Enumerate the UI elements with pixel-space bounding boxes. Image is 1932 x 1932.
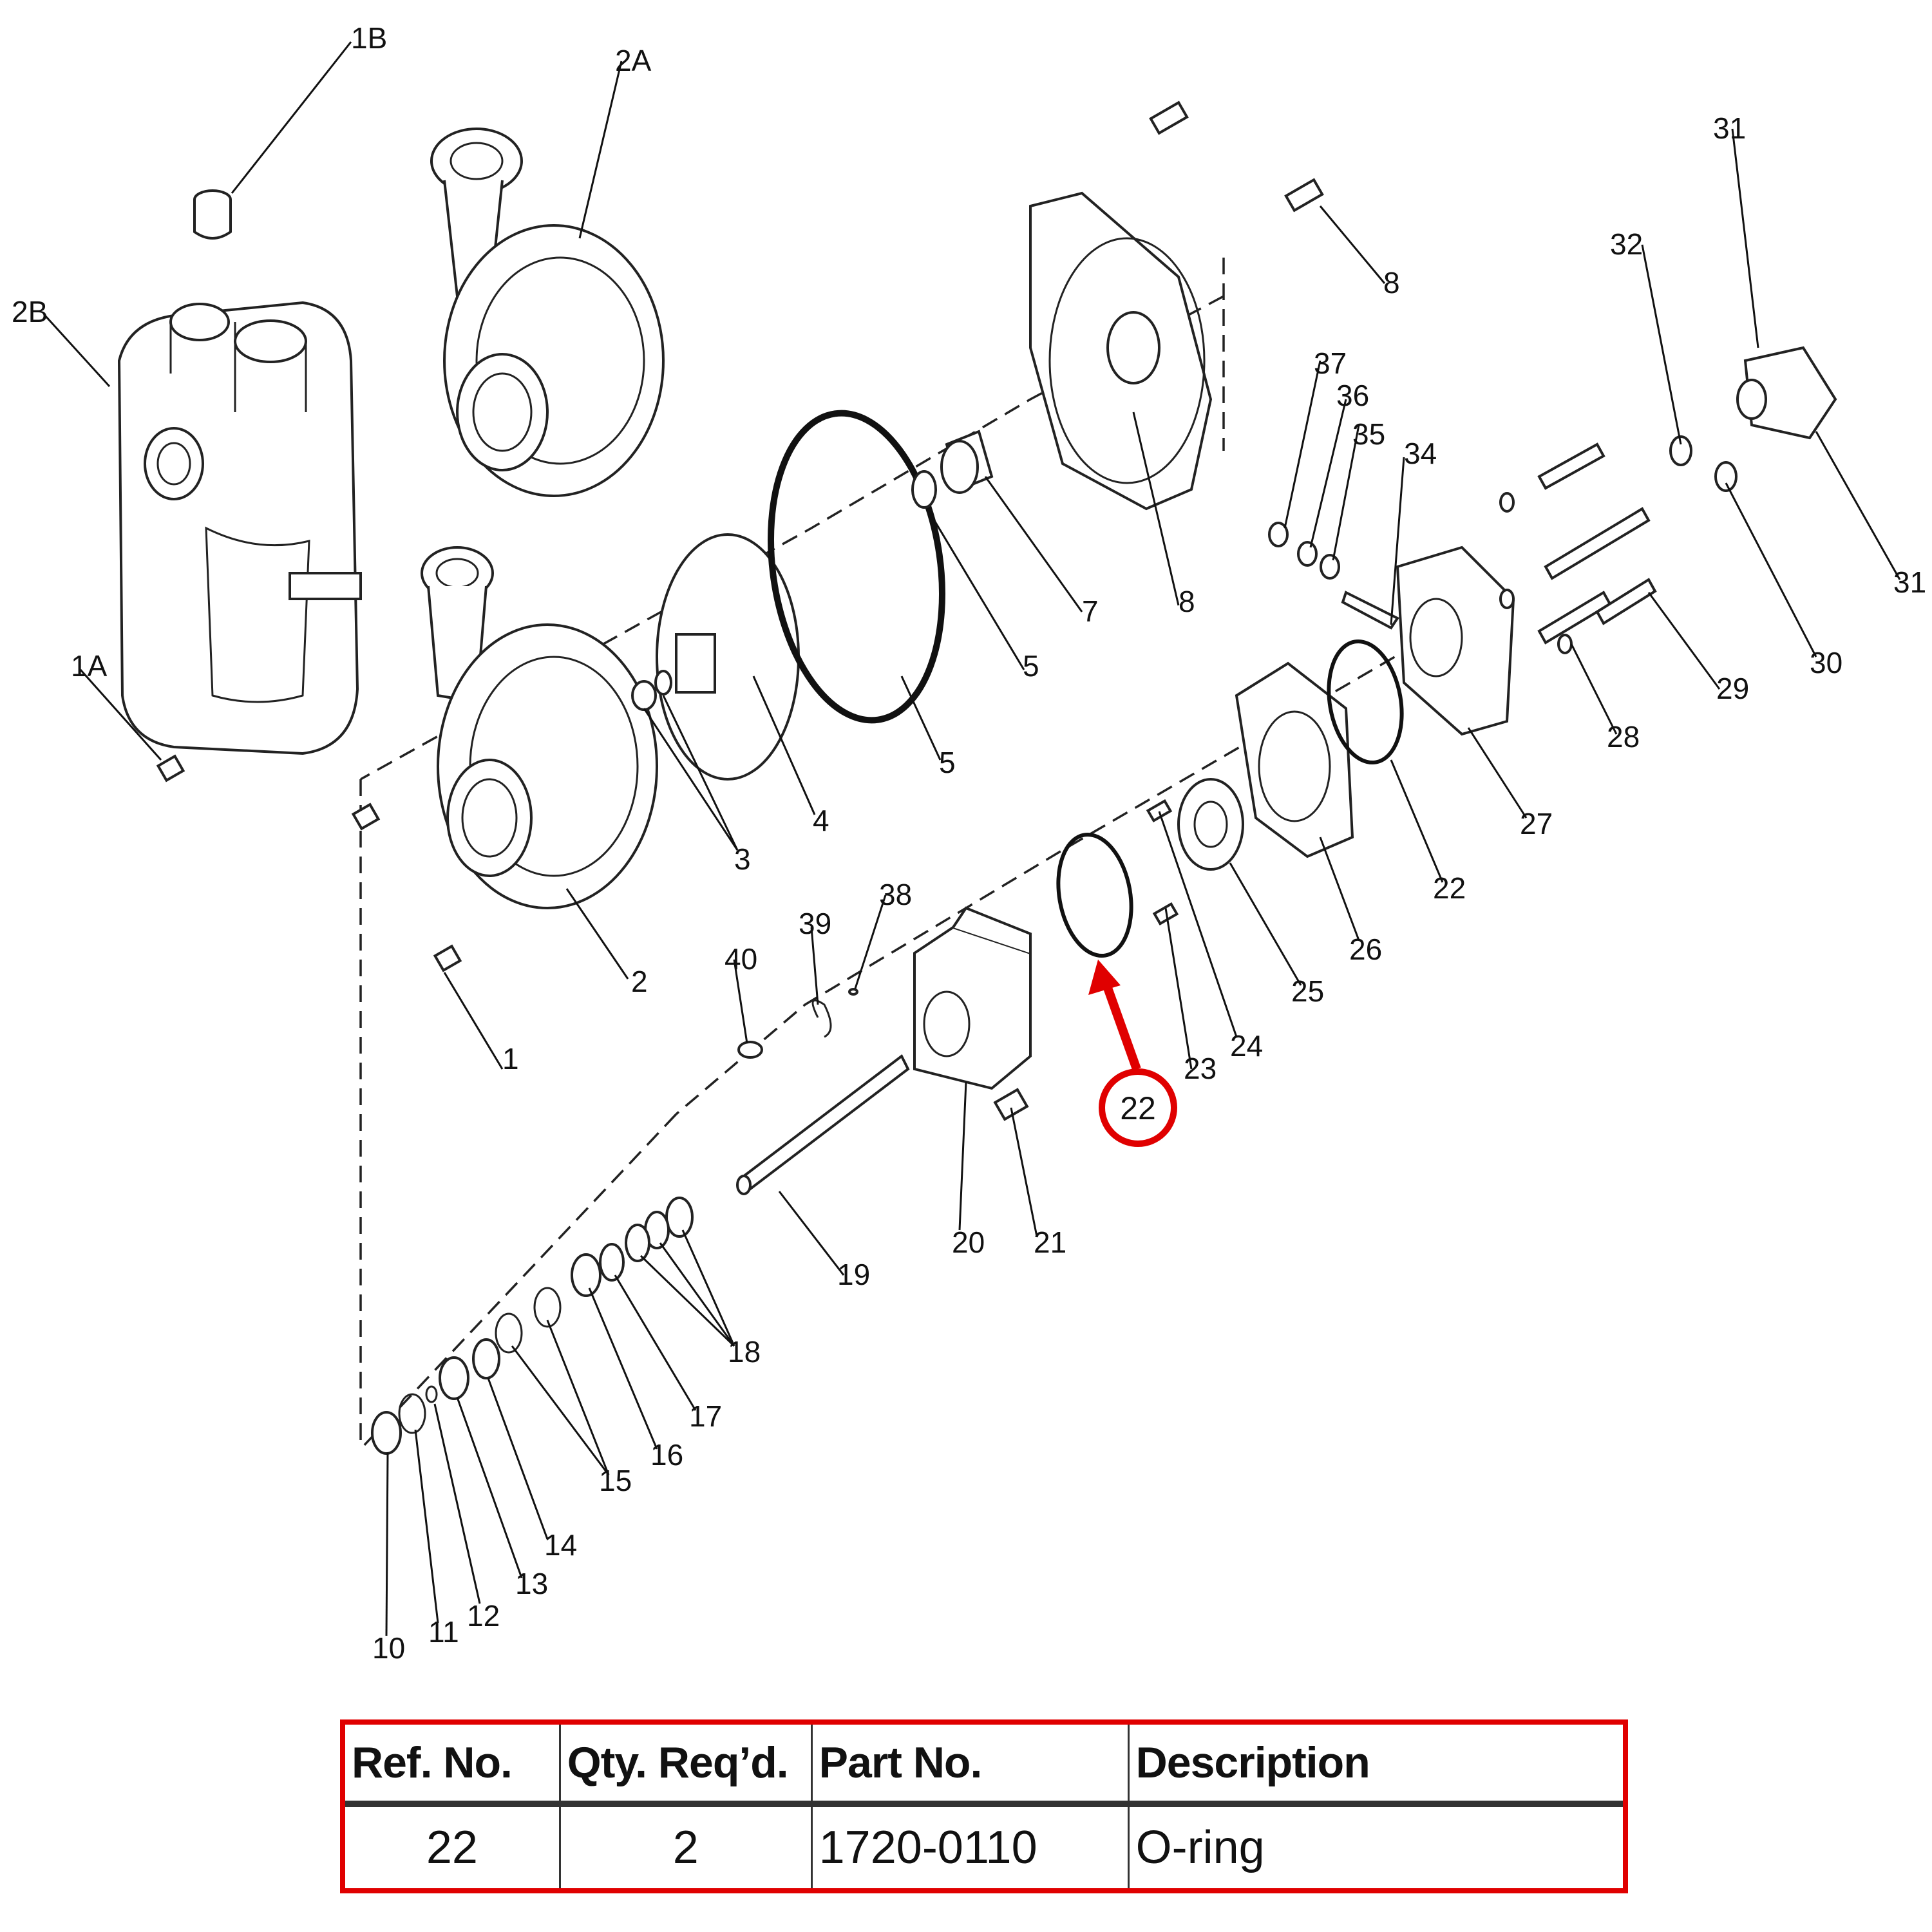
cell-ref-no: 22 [426, 1822, 478, 1873]
callout-18: 18 [728, 1335, 761, 1368]
seal-plate-20-part [913, 906, 1032, 1090]
gerotor-25-part [1146, 778, 1244, 926]
callout-10: 10 [372, 1631, 405, 1665]
callout-8a: 8 [1179, 585, 1195, 618]
header-part-no: Part No. [810, 1725, 1129, 1807]
header-qty-reqd: Qty. Req’d. [558, 1725, 812, 1807]
callout-labels: 1B 2A 2B 1A 2 1 3 4 5 5 7 8 8 31 32 31 3… [12, 21, 1926, 1665]
shaft-seal-stack [371, 1197, 694, 1455]
callout-4: 4 [813, 804, 829, 837]
motor-adapter-8-part [1029, 191, 1213, 511]
callout-1b: 1B [351, 21, 387, 55]
callout-20: 20 [952, 1226, 985, 1259]
callout-37: 37 [1314, 346, 1347, 380]
end-plate-27-part [1341, 545, 1515, 736]
callout-27: 27 [1520, 807, 1553, 840]
highlight-label-22: 22 [1120, 1090, 1156, 1126]
callout-31b: 31 [1893, 565, 1926, 599]
callout-25: 25 [1291, 974, 1324, 1008]
seal-7-part [940, 430, 994, 494]
callout-38: 38 [879, 878, 912, 911]
parts-table: Ref. No. Qty. Req’d. Part No. Descriptio… [345, 1725, 1623, 1888]
callout-22a: 22 [1433, 871, 1466, 905]
callout-16: 16 [650, 1438, 683, 1472]
callout-36: 36 [1336, 379, 1369, 412]
callout-26: 26 [1349, 933, 1382, 966]
callout-31a: 31 [1713, 111, 1746, 145]
washers-and-nuts [1268, 492, 1573, 654]
parts-table-highlight-box: Ref. No. Qty. Req’d. Part No. Descriptio… [340, 1719, 1628, 1893]
snap-ring-39-part [811, 999, 832, 1038]
callout-34: 34 [1404, 437, 1437, 470]
cell-qty: 2 [558, 1804, 812, 1888]
cell-part-no: 1720-0110 [810, 1804, 1129, 1888]
callout-30: 30 [1810, 646, 1842, 679]
o-ring-22-upper-part [1327, 639, 1404, 765]
callout-2a: 2A [615, 44, 652, 77]
callout-3: 3 [734, 842, 751, 876]
table-row: 22 2 1720-0110 O-ring [345, 1804, 1623, 1888]
fitting-31-part [1669, 346, 1837, 492]
callout-24: 24 [1230, 1029, 1263, 1063]
o-ring-22-part [1056, 832, 1133, 958]
callout-40: 40 [724, 942, 757, 976]
callout-21: 21 [1034, 1226, 1066, 1259]
callout-12: 12 [467, 1599, 500, 1633]
small-fasteners [156, 100, 1324, 1121]
header-description: Description [1127, 1725, 1623, 1807]
large-o-ring-5-part [768, 410, 945, 724]
callout-28: 28 [1607, 720, 1640, 753]
impeller-4-part [631, 533, 800, 781]
callout-29: 29 [1716, 672, 1749, 705]
callout-2b: 2B [12, 295, 48, 328]
exploded-parts-diagram: 1B 2A 2B 1A 2 1 3 4 5 5 7 8 8 31 32 31 3… [12, 21, 1926, 1665]
leader-lines [44, 41, 1901, 1636]
header-ref-no: Ref. No. [345, 1725, 560, 1807]
callout-8b: 8 [1383, 266, 1400, 299]
callout-14: 14 [544, 1528, 577, 1562]
pump-volute-2a-part [430, 128, 665, 497]
callout-19: 19 [837, 1258, 870, 1291]
gasket-26-part [1235, 661, 1354, 858]
plug-1b-part [193, 189, 232, 240]
highlight-callout-22: 22 [1088, 960, 1177, 1147]
bolts-29-part [1537, 442, 1657, 645]
callout-17: 17 [689, 1399, 722, 1433]
callout-13: 13 [515, 1567, 548, 1600]
callout-35: 35 [1352, 417, 1385, 451]
callout-5a: 5 [939, 746, 956, 779]
pump-volute-2-part [421, 546, 658, 909]
callout-39: 39 [799, 907, 831, 940]
cell-description: O-ring [1127, 1804, 1623, 1888]
callout-1a: 1A [71, 649, 108, 683]
callout-32: 32 [1610, 227, 1643, 261]
callout-15: 15 [599, 1464, 632, 1497]
callout-7: 7 [1082, 594, 1099, 628]
callout-1: 1 [502, 1042, 519, 1075]
callout-23: 23 [1184, 1052, 1217, 1085]
callout-11: 11 [428, 1615, 459, 1649]
parts-table-header-row: Ref. No. Qty. Req’d. Part No. Descriptio… [345, 1725, 1623, 1807]
shaft-19-part [736, 1054, 910, 1195]
pump-housing-2b-part [117, 301, 362, 755]
callout-5b: 5 [1023, 649, 1039, 683]
callout-2: 2 [631, 965, 648, 998]
